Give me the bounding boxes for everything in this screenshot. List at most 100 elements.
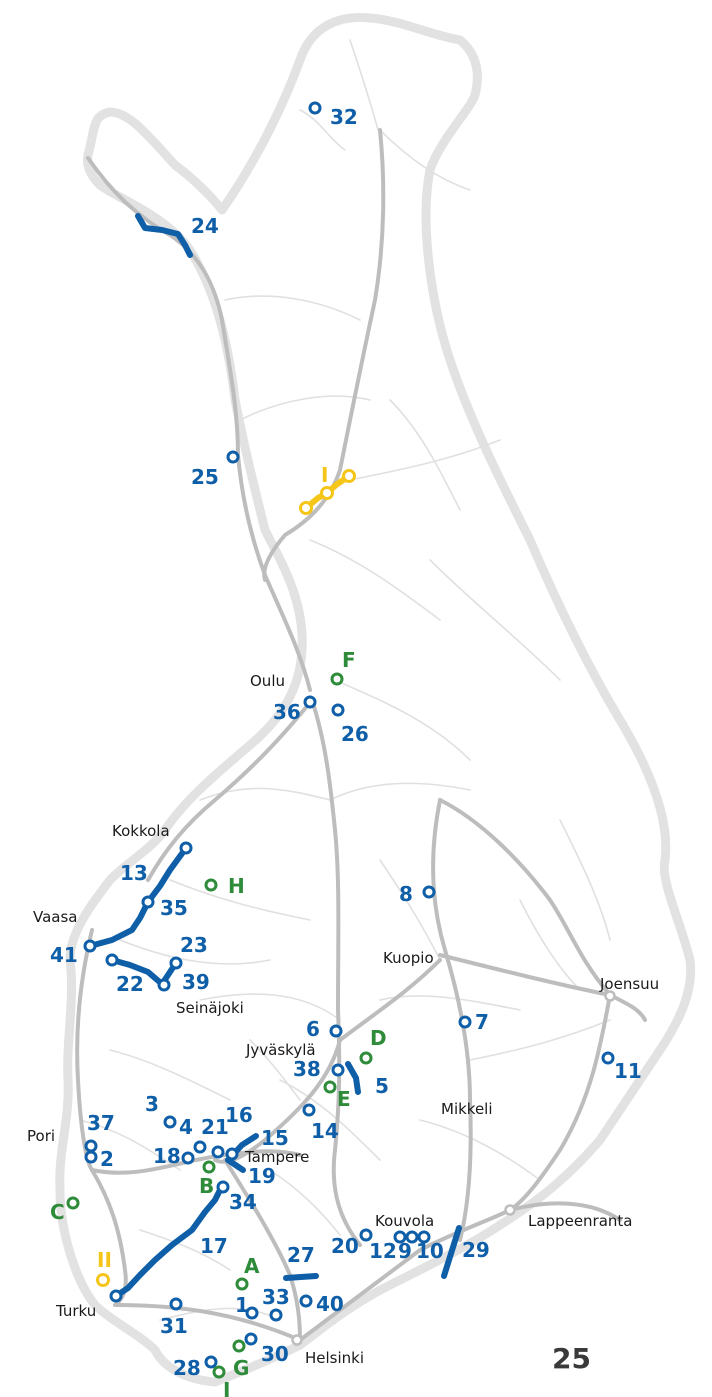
project-marker bbox=[303, 695, 317, 709]
label-35: 35 bbox=[160, 896, 188, 920]
project-marker bbox=[320, 486, 334, 500]
project-marker bbox=[211, 1145, 225, 1159]
label-30: 30 bbox=[261, 1342, 289, 1366]
project-line-19 bbox=[225, 1157, 246, 1173]
project-marker bbox=[105, 953, 119, 967]
label-3: 3 bbox=[145, 1092, 159, 1116]
project-marker bbox=[212, 1365, 226, 1379]
project-line-29 bbox=[441, 1225, 462, 1279]
city-label-mikkeli: Mikkeli bbox=[441, 1100, 493, 1118]
label-B: B bbox=[199, 1174, 214, 1198]
project-marker bbox=[331, 703, 345, 717]
project-marker bbox=[157, 978, 171, 992]
label-26: 26 bbox=[341, 722, 369, 746]
project-marker bbox=[329, 1024, 343, 1038]
label-19: 19 bbox=[248, 1164, 276, 1188]
label-1: 1 bbox=[235, 1293, 249, 1317]
label-29: 29 bbox=[462, 1238, 490, 1262]
project-marker bbox=[232, 1339, 246, 1353]
label-20: 20 bbox=[331, 1234, 359, 1258]
label-40: 40 bbox=[316, 1292, 344, 1316]
project-marker bbox=[269, 1308, 283, 1322]
label-4: 4 bbox=[179, 1115, 193, 1139]
project-marker bbox=[330, 672, 344, 686]
label-II: II bbox=[97, 1248, 112, 1272]
project-line-13-35 bbox=[87, 845, 189, 949]
project-marker bbox=[181, 1151, 195, 1165]
project-marker bbox=[323, 1080, 337, 1094]
label-18: 18 bbox=[153, 1144, 181, 1168]
label-21: 21 bbox=[201, 1115, 229, 1139]
label-6: 6 bbox=[306, 1017, 320, 1041]
label-32: 32 bbox=[330, 105, 358, 129]
label-39: 39 bbox=[182, 970, 210, 994]
project-marker bbox=[84, 1150, 98, 1164]
project-marker bbox=[299, 501, 313, 515]
project-markers bbox=[66, 101, 615, 1379]
city-label-kouvola: Kouvola bbox=[375, 1212, 434, 1230]
label-37: 37 bbox=[87, 1111, 115, 1135]
project-marker bbox=[244, 1332, 258, 1346]
label-F: F bbox=[342, 648, 356, 672]
label-16: 16 bbox=[225, 1103, 253, 1127]
city-label-vaasa: Vaasa bbox=[33, 908, 78, 926]
label-25: 25 bbox=[191, 465, 219, 489]
project-marker bbox=[458, 1015, 472, 1029]
label-C: C bbox=[50, 1200, 65, 1224]
label-38: 38 bbox=[293, 1057, 321, 1081]
city-label-pori: Pori bbox=[27, 1127, 55, 1145]
label-10: 10 bbox=[416, 1239, 444, 1263]
project-marker bbox=[179, 841, 193, 855]
project-marker bbox=[66, 1196, 80, 1210]
project-marker bbox=[204, 878, 218, 892]
project-marker bbox=[204, 1355, 218, 1369]
city-label-kuopio: Kuopio bbox=[383, 949, 434, 967]
project-marker bbox=[169, 956, 183, 970]
city-dots bbox=[291, 990, 616, 1346]
project-line-27 bbox=[283, 1273, 319, 1281]
page-number: 25 bbox=[552, 1342, 591, 1375]
label-27: 27 bbox=[287, 1243, 315, 1267]
project-line-24 bbox=[135, 213, 193, 258]
project-marker bbox=[193, 1140, 207, 1154]
project-marker bbox=[342, 469, 356, 483]
project-line-22-39 bbox=[109, 957, 179, 987]
project-marker bbox=[299, 1294, 313, 1308]
label-I-south: I bbox=[223, 1378, 230, 1397]
project-marker bbox=[225, 1147, 239, 1161]
city-label-kokkola: Kokkola bbox=[112, 822, 170, 840]
city-label-joensuu: Joensuu bbox=[599, 975, 659, 993]
city-label-oulu: Oulu bbox=[250, 672, 285, 690]
label-2: 2 bbox=[100, 1147, 114, 1171]
city-label-turku: Turku bbox=[55, 1302, 96, 1320]
label-13: 13 bbox=[120, 861, 148, 885]
city-label-seinajoki: Seinäjoki bbox=[176, 999, 244, 1017]
project-marker bbox=[96, 1273, 110, 1287]
label-15: 15 bbox=[261, 1126, 289, 1150]
label-23: 23 bbox=[180, 933, 208, 957]
project-marker bbox=[601, 1051, 615, 1065]
label-28: 28 bbox=[173, 1356, 201, 1380]
label-I-north: I bbox=[321, 463, 328, 487]
label-31: 31 bbox=[160, 1314, 188, 1338]
project-marker bbox=[422, 885, 436, 899]
project-labels: 32 24 25 I F 36 26 13 H 35 8 41 23 22 39… bbox=[50, 105, 642, 1397]
project-marker bbox=[109, 1289, 123, 1303]
project-marker bbox=[163, 1115, 177, 1129]
label-36: 36 bbox=[273, 700, 301, 724]
label-H: H bbox=[228, 874, 245, 898]
project-marker bbox=[393, 1230, 407, 1244]
label-E: E bbox=[337, 1087, 351, 1111]
project-marker bbox=[405, 1230, 419, 1244]
label-12: 12 bbox=[369, 1239, 397, 1263]
label-A: A bbox=[244, 1254, 260, 1278]
project-marker bbox=[169, 1297, 183, 1311]
label-7: 7 bbox=[475, 1010, 489, 1034]
project-marker bbox=[216, 1180, 230, 1194]
blue-project-lines bbox=[87, 213, 462, 1299]
label-33: 33 bbox=[262, 1285, 290, 1309]
project-marker bbox=[359, 1228, 373, 1242]
project-marker bbox=[245, 1306, 259, 1320]
label-D: D bbox=[370, 1026, 387, 1050]
